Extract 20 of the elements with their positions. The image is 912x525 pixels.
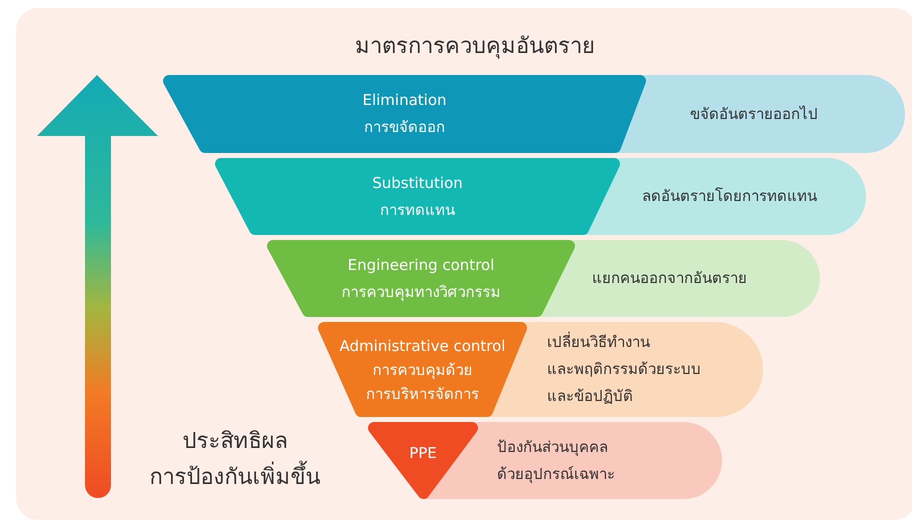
description-text: เปลี่ยนวิธีทำงาน และพฤติกรรมด้วยระบบ และข้อปฏิบัติ — [547, 330, 702, 407]
trapezoid-shape — [368, 422, 478, 499]
english-label: Administrative control — [340, 336, 506, 356]
english-label: Engineering control — [348, 254, 494, 276]
english-label: Substitution — [372, 172, 463, 194]
english-label: Elimination — [362, 90, 447, 111]
thai-label: การควบคุมด้วย การบริหารจัดการ — [366, 360, 479, 404]
thai-label: การควบคุมทางวิศวกรรม — [342, 282, 500, 304]
description-text: แยกคนออกจากอันตราย — [592, 268, 748, 289]
effectiveness-label: ประสิทธิผล การป้องกันเพิ่มขึ้น — [148, 428, 322, 492]
thai-label: การขจัดออก — [364, 117, 445, 138]
thai-label: การทดแทน — [380, 200, 455, 220]
trapezoid-shape — [215, 158, 620, 235]
trapezoid-shape — [163, 75, 646, 153]
title: มาตรการควบคุมอันตราย — [354, 33, 596, 61]
description-text: ลดอันตรายโดยการทดแทน — [642, 186, 818, 207]
description-text: ขจัดอันตรายออกไป — [690, 104, 819, 124]
english-label: PPE — [409, 443, 437, 464]
description-text: ป้องกันส่วนบุคคล ด้วยอุปกรณ์เฉพาะ — [497, 436, 616, 486]
trapezoid-shape — [267, 240, 575, 317]
